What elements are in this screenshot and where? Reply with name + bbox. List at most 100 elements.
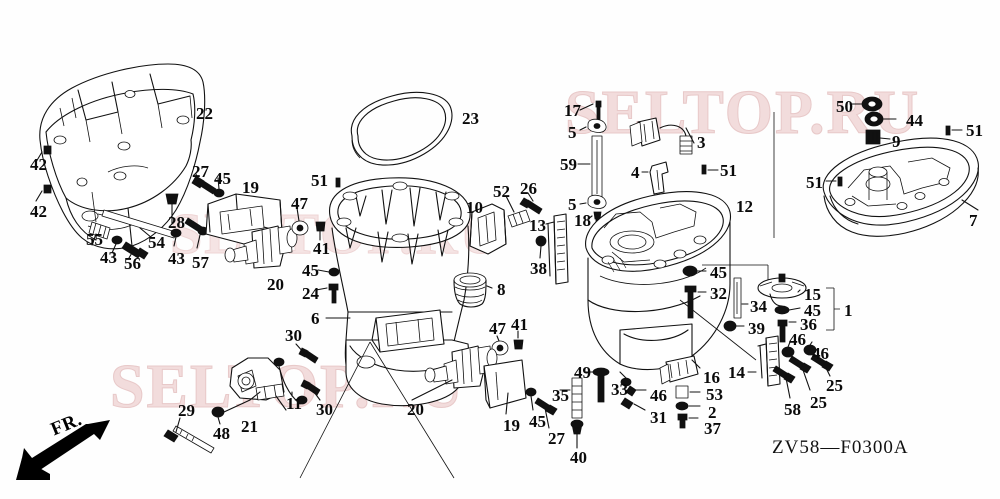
- parts-30-11: [274, 344, 320, 404]
- callout-12: 12: [736, 197, 753, 216]
- callout-45-e: 45: [804, 301, 821, 320]
- callout-1: 1: [844, 301, 853, 320]
- callout-3: 3: [697, 133, 706, 152]
- callout-38: 38: [530, 259, 547, 278]
- callout-24: 24: [302, 284, 319, 303]
- callout-54: 54: [148, 233, 165, 252]
- parts-27-45-57: [185, 174, 224, 248]
- front-direction-arrow: [16, 420, 110, 480]
- part-23-gasket: [351, 92, 452, 165]
- callout-28: 28: [168, 213, 185, 232]
- callout-49: 49: [574, 363, 591, 382]
- parts-15-45-36: [758, 274, 806, 342]
- callout-57: 57: [192, 253, 209, 272]
- callout-51-a: 51: [311, 171, 328, 190]
- callout-42-a: 42: [30, 155, 47, 174]
- callout-18: 18: [574, 211, 591, 230]
- callout-43-a: 43: [100, 248, 117, 267]
- callout-41-b: 41: [511, 315, 528, 334]
- part-51-pin-a: [336, 178, 340, 187]
- callout-5-b: 5: [568, 195, 577, 214]
- callout-23: 23: [462, 109, 479, 128]
- diagram-code: ZV58—F0300A: [772, 437, 909, 458]
- parts-45-24: [316, 268, 339, 303]
- callout-27-a: 27: [192, 162, 209, 181]
- callout-25-a: 25: [810, 393, 827, 412]
- callout-45-d: 45: [710, 263, 727, 282]
- callout-30-b: 30: [316, 400, 333, 419]
- callout-5-a: 5: [568, 123, 577, 142]
- callout-16: 16: [703, 368, 720, 387]
- callout-9: 9: [892, 132, 901, 151]
- parts-45-32: [683, 266, 706, 318]
- parts-16-53-2-37: [660, 356, 700, 428]
- callout-56: 56: [124, 254, 141, 273]
- callout-44: 44: [906, 111, 923, 130]
- callout-42-b: 42: [30, 202, 47, 221]
- callout-31: 31: [650, 408, 667, 427]
- part-19-bracket-lower: [484, 360, 526, 414]
- parts-45-27-bottom: [526, 388, 557, 428]
- callout-37: 37: [704, 419, 721, 438]
- callout-4: 4: [631, 163, 640, 182]
- part-12-extension-case: [586, 192, 731, 370]
- callout-36: 36: [800, 315, 817, 334]
- parts-3-4: [630, 118, 694, 194]
- parts-17-5-59-5-18: [578, 101, 606, 226]
- callout-26: 26: [520, 179, 537, 198]
- callout-10: 10: [466, 198, 483, 217]
- callout-39: 39: [748, 319, 765, 338]
- callout-51-d: 51: [806, 173, 823, 192]
- callout-13: 13: [529, 216, 546, 235]
- callout-30-a: 30: [285, 326, 302, 345]
- callout-45-a: 45: [214, 169, 231, 188]
- callout-19-b: 19: [503, 416, 520, 435]
- part-13-anode: [546, 214, 568, 284]
- parts-52-26: [506, 193, 542, 227]
- part-10-bracket: [470, 204, 506, 254]
- callout-29: 29: [178, 401, 195, 420]
- parts-47-41-lower: [492, 331, 523, 355]
- part-21-mount: [230, 358, 286, 410]
- callout-55: 55: [86, 230, 103, 249]
- callout-48: 48: [213, 424, 230, 443]
- parts-50-44-9: [850, 97, 896, 144]
- callout-50: 50: [836, 97, 853, 116]
- callout-46-b: 46: [789, 330, 806, 349]
- parts-49-33-46-31: [585, 368, 646, 410]
- part-51-pin-b: [702, 165, 718, 174]
- callout-43-b: 43: [168, 249, 185, 268]
- part-8-bellows: [454, 273, 492, 307]
- part-6-lower-cover: [330, 178, 471, 406]
- callout-8: 8: [497, 280, 506, 299]
- callout-58: 58: [784, 400, 801, 419]
- callout-15: 15: [804, 285, 821, 304]
- callout-46-c: 46: [812, 344, 829, 363]
- callout-2: 2: [708, 403, 717, 422]
- callout-14: 14: [728, 363, 745, 382]
- callout-51-b: 51: [720, 161, 737, 180]
- callout-7: 7: [969, 211, 978, 230]
- parts-55-43-56: [89, 222, 148, 259]
- parts-34-39: [724, 278, 748, 331]
- callout-35: 35: [552, 386, 569, 405]
- part-7-lower-cowl: [823, 138, 978, 236]
- callout-40: 40: [570, 448, 587, 467]
- callout-47-b: 47: [489, 319, 506, 338]
- callout-27-b: 27: [548, 429, 565, 448]
- callout-51-c: 51: [966, 121, 983, 140]
- parts-35-40: [560, 378, 583, 448]
- part-38-nut: [536, 236, 546, 258]
- callout-45-c: 45: [529, 412, 546, 431]
- part-54-rod: [102, 210, 176, 238]
- callout-25-b: 25: [826, 376, 843, 395]
- callout-20-b: 20: [407, 400, 424, 419]
- callout-41-a: 41: [313, 239, 330, 258]
- parts-28-43: [166, 194, 181, 246]
- callout-11: 11: [286, 394, 303, 413]
- callout-6: 6: [311, 309, 320, 328]
- callout-47-a: 47: [291, 194, 308, 213]
- callout-19-a: 19: [242, 178, 259, 197]
